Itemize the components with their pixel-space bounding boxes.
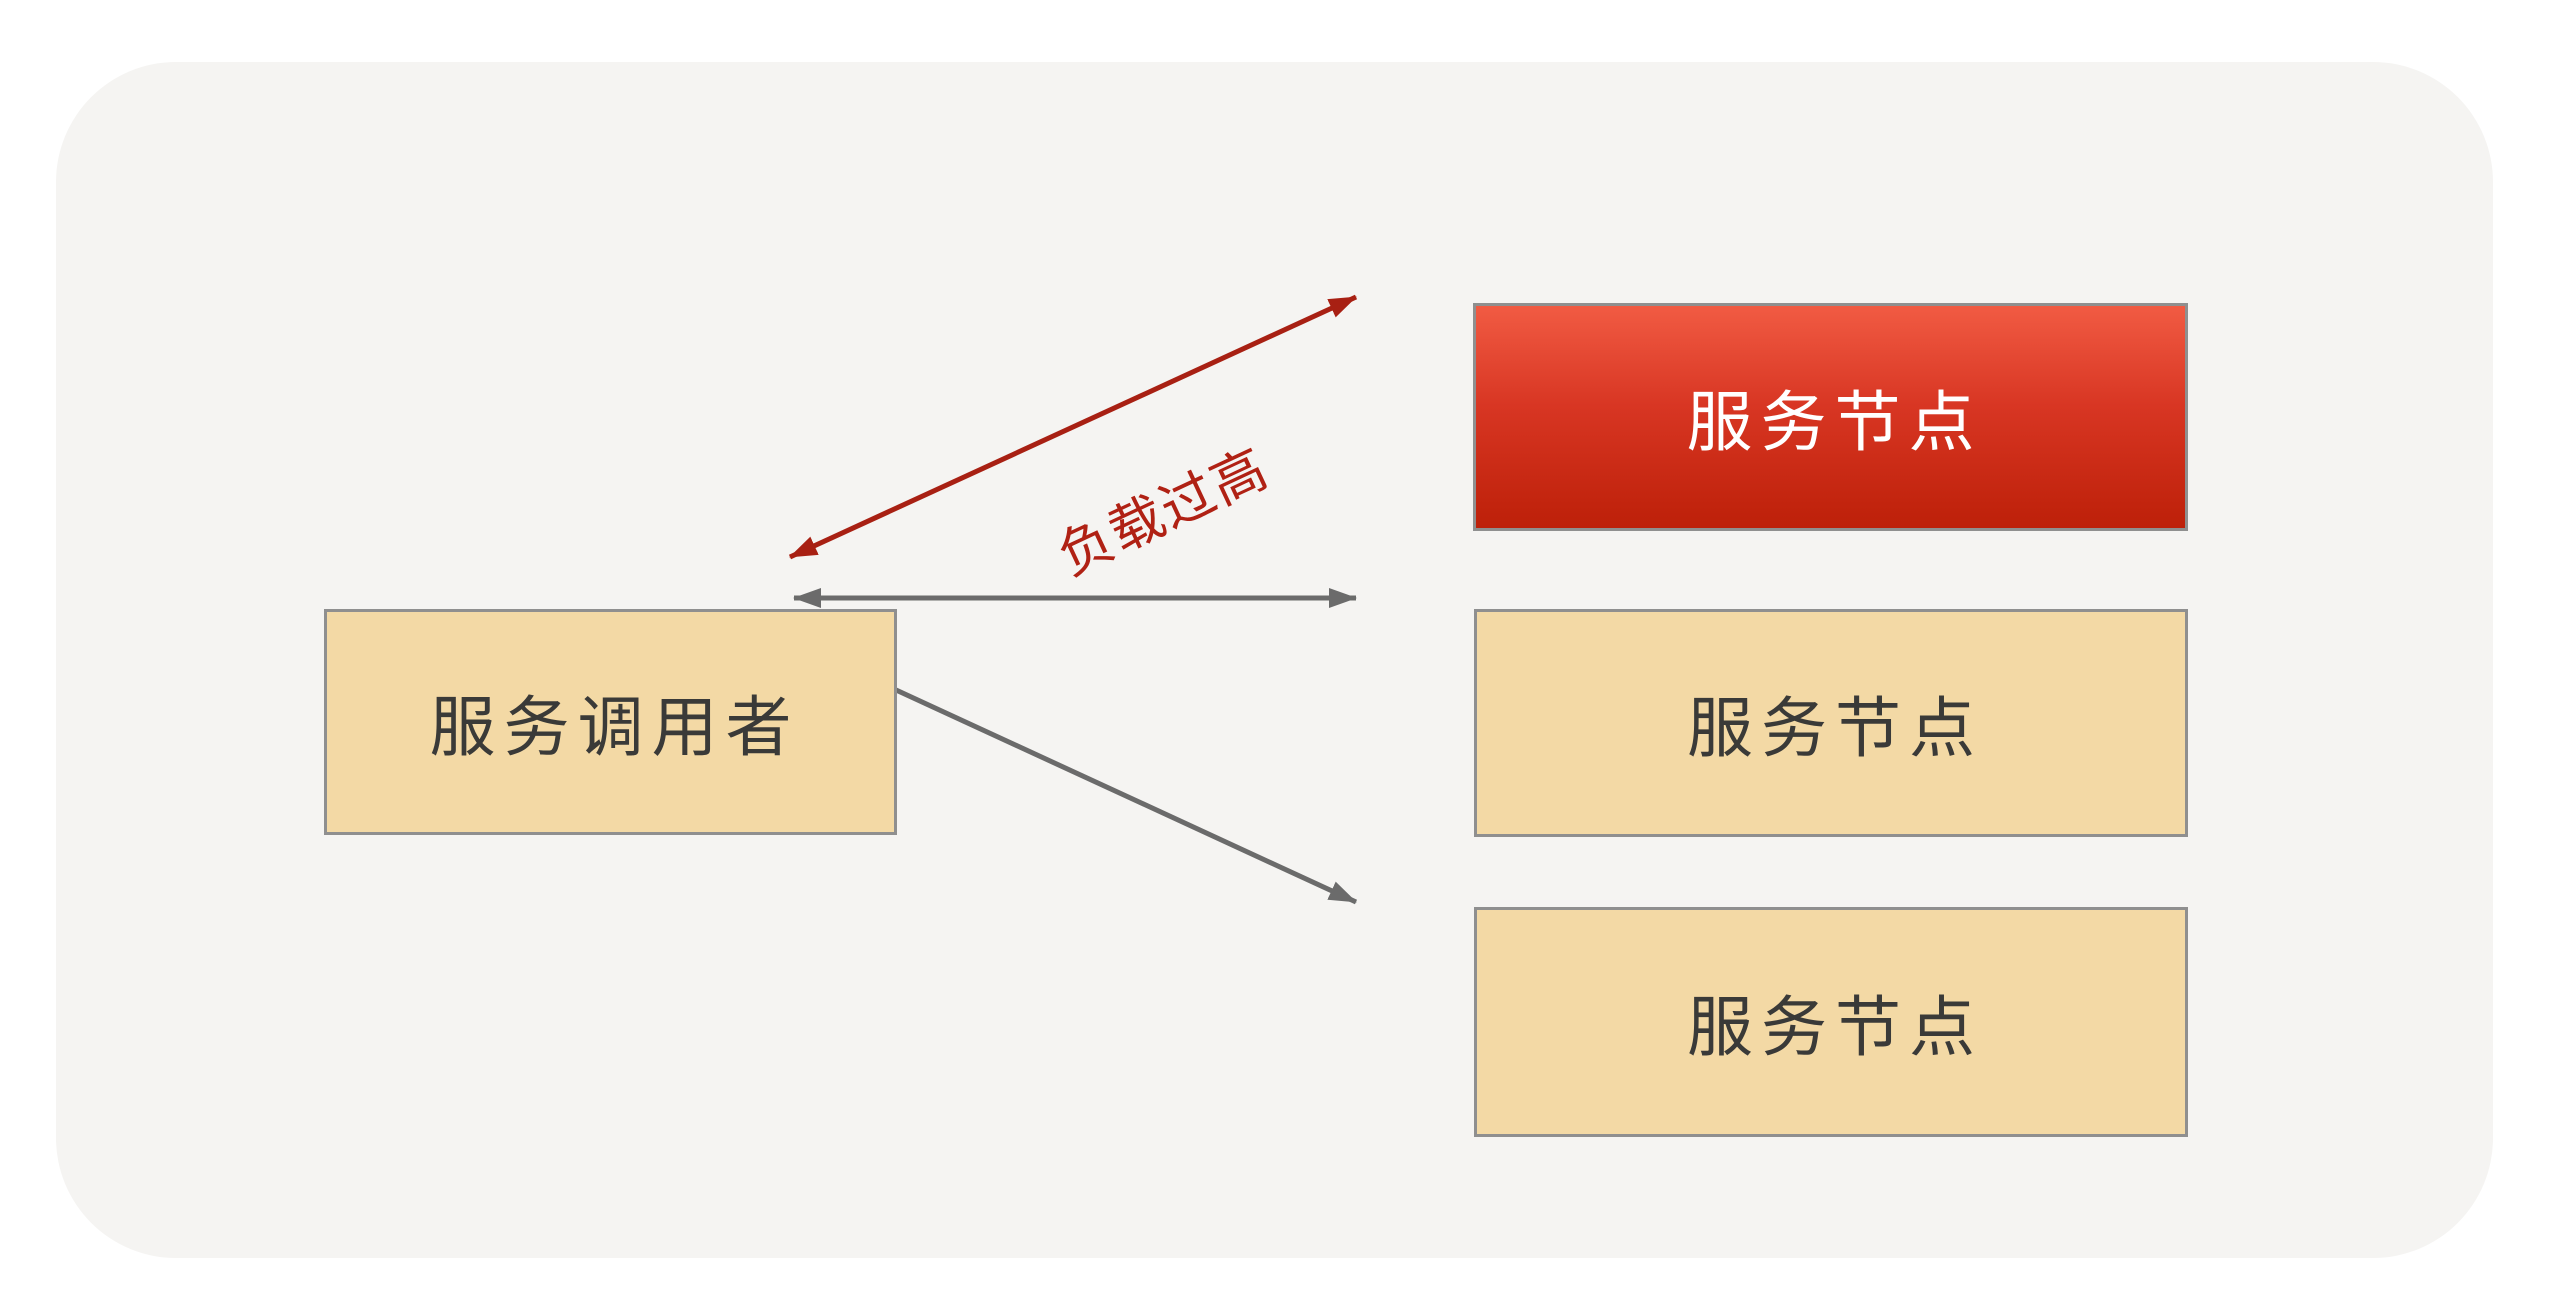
- service-node-label: 服务节点: [1687, 990, 1983, 1064]
- service-node-box-overloaded: 服务节点: [1473, 303, 2188, 531]
- service-node-label: 服务节点: [1686, 385, 1983, 459]
- service-node-box-3: 服务节点: [1474, 907, 2188, 1137]
- service-node-label: 服务节点: [1687, 691, 1983, 765]
- service-node-box-2: 服务节点: [1474, 609, 2188, 837]
- overload-edge-label: 负载过高: [1049, 437, 1278, 587]
- service-caller-box: 服务调用者: [324, 609, 897, 835]
- service-caller-label: 服务调用者: [429, 690, 800, 764]
- diagram-canvas: 服务调用者 服务节点 服务节点 服务节点 负载过高: [56, 62, 2493, 1258]
